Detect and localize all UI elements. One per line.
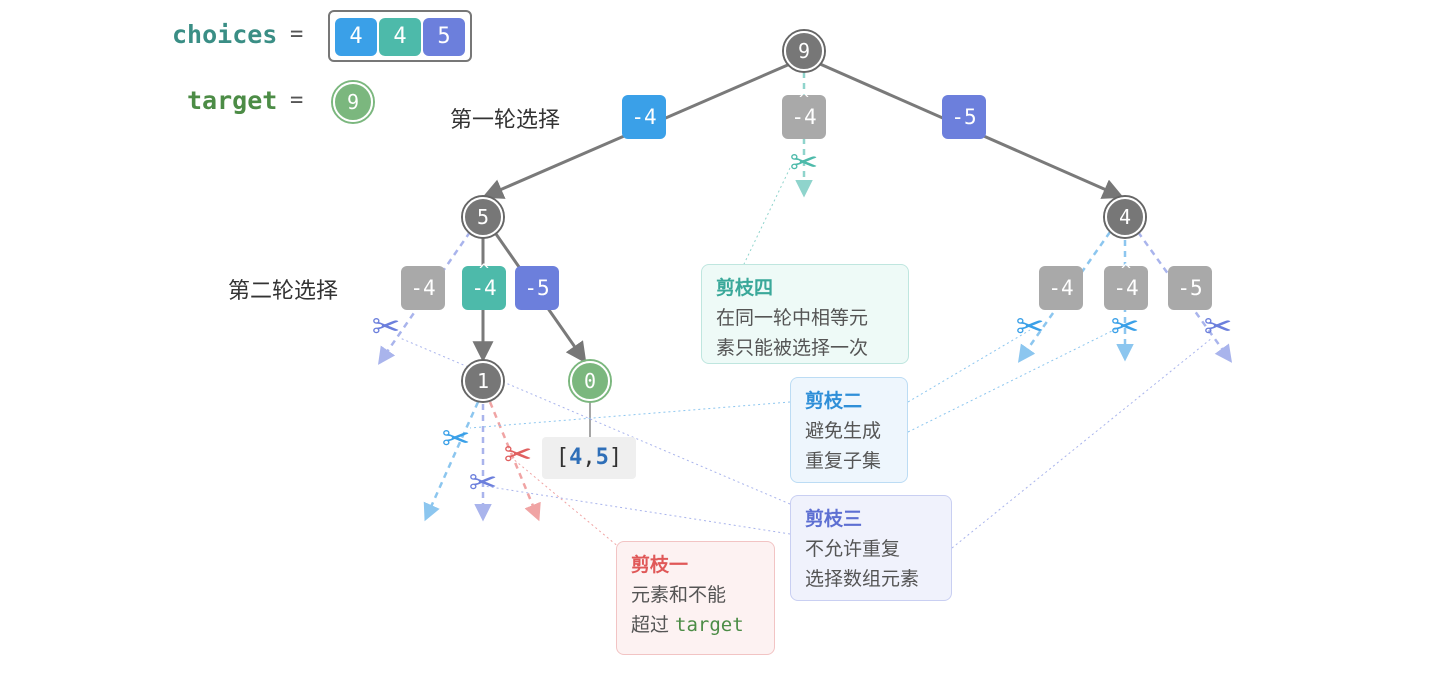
callout-line: 重复子集	[805, 450, 882, 472]
callout-line: 在同一轮中相等元	[716, 307, 869, 329]
edge-label-right-a: -4	[1039, 266, 1083, 310]
node-left: 5	[463, 197, 503, 237]
node-lr-ring	[568, 359, 612, 403]
edge-label-hat-text: -4	[791, 78, 817, 139]
target-node: 9	[333, 82, 373, 122]
choice-chip-3: 5	[423, 18, 465, 56]
callout-line: 超过 target	[631, 610, 760, 640]
choice-chip-1: 4	[335, 18, 377, 56]
scissors-icon: ✂	[441, 419, 471, 459]
node-ll: 1	[463, 361, 503, 401]
scissors-icon: ✂	[789, 143, 819, 183]
edge-label-right-c: -5	[1168, 266, 1212, 310]
result-separator: ,	[582, 445, 596, 470]
target-ring	[331, 80, 375, 124]
scissors-icon: ✂	[1110, 307, 1140, 347]
choices-equals: =	[290, 22, 304, 47]
node-right: 4	[1105, 197, 1145, 237]
choice-value: 5	[437, 24, 451, 49]
result-bracket-open: [	[555, 445, 570, 470]
callout-pruning-two: 剪枝二 避免生成 重复子集	[790, 377, 908, 483]
target-label: target	[187, 86, 278, 115]
callout-line: 避免生成	[805, 420, 882, 442]
callout-title: 剪枝一	[631, 554, 689, 576]
callout-title: 剪枝四	[716, 277, 774, 299]
callout-line: 不允许重复	[805, 538, 901, 560]
pruned-ll-c	[488, 401, 541, 522]
edge-label-root-c: -5	[942, 95, 986, 139]
callout-code-target: target	[675, 614, 744, 636]
leader-p2-b	[907, 329, 1031, 403]
callout-pruning-four: 剪枝四 在同一轮中相等元 素只能被选择一次	[701, 264, 909, 364]
callout-title: 剪枝三	[805, 508, 863, 530]
choices-label: choices	[172, 20, 278, 49]
round-label-first: 第一轮选择	[450, 108, 561, 133]
edge-label-left-b: -4	[462, 249, 506, 310]
node-ll-ring	[461, 359, 505, 403]
callout-line-prefix: 超过	[631, 614, 676, 636]
edge-label-hat-text: -4	[471, 249, 497, 310]
edge-label-root-b: -4	[782, 78, 826, 139]
callout-line: 素只能被选择一次	[716, 337, 869, 359]
scissors-icon: ✂	[1015, 307, 1045, 347]
callout-title: 剪枝二	[805, 390, 863, 412]
scissors-icon: ✂	[503, 435, 533, 475]
result-item-a: 4	[569, 445, 583, 470]
edge-label-left-c: -5	[515, 266, 559, 310]
edge-label-root-a: -4	[622, 95, 666, 139]
choice-chip-2: 4	[379, 1, 421, 56]
result-item-b: 5	[595, 445, 609, 470]
node-root-ring	[782, 29, 826, 73]
node-lr: 0	[570, 361, 610, 401]
leader-p2-a	[469, 401, 791, 429]
result-subset: [4,5]	[542, 437, 636, 479]
target-equals: =	[290, 88, 304, 113]
round-label-second: 第二轮选择	[228, 279, 339, 304]
leader-p3-a	[399, 337, 791, 505]
leader-p1	[511, 457, 621, 549]
node-left-ring	[461, 195, 505, 239]
edge-label-right-b: -4	[1104, 249, 1148, 310]
node-right-ring	[1103, 195, 1147, 239]
choices-array: 4 4 5	[328, 1, 472, 62]
choice-value-hat: 4	[393, 1, 407, 56]
callout-line: 选择数组元素	[805, 568, 920, 590]
callout-line: 元素和不能	[631, 584, 727, 606]
scissors-icon: ✂	[468, 463, 498, 503]
scissors-icon: ✂	[1203, 307, 1233, 347]
leader-p3-c	[951, 337, 1213, 549]
node-root: 9	[784, 31, 824, 71]
leader-p3-b	[483, 485, 791, 535]
scissors-icon: ✂	[371, 307, 401, 347]
choice-value: 4	[349, 24, 363, 49]
callout-pruning-three: 剪枝三 不允许重复 选择数组元素	[790, 495, 952, 601]
edge-label-hat-text: -4	[1113, 249, 1139, 310]
edge-label-left-a: -4	[401, 266, 445, 310]
callout-pruning-one: 剪枝一 元素和不能 超过 target	[616, 541, 775, 655]
result-bracket-close: ]	[608, 445, 623, 470]
